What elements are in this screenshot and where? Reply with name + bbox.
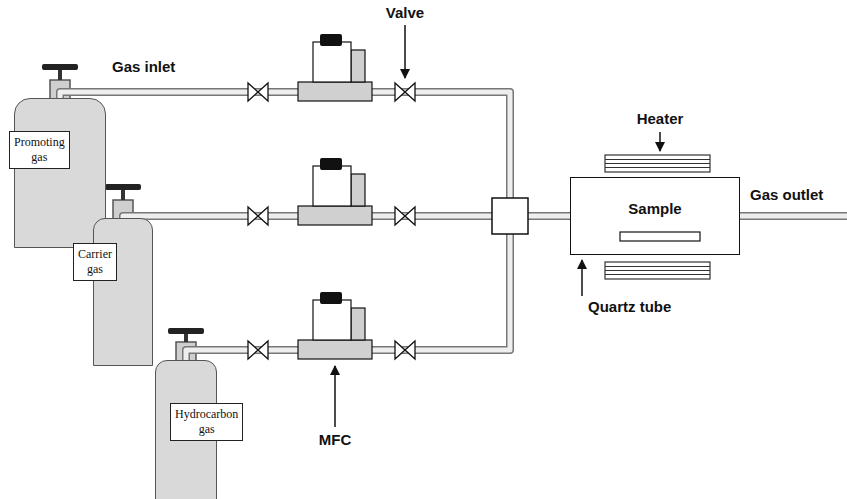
part-label: Heater <box>637 110 684 127</box>
leader-arrow <box>334 366 336 427</box>
heater <box>605 262 710 279</box>
valve-symbol <box>395 341 415 359</box>
pipe-core <box>186 216 570 360</box>
mfc-symbol <box>298 34 372 101</box>
part-label: Gas inlet <box>112 58 175 75</box>
leader-arrow <box>581 260 583 296</box>
gas-label: Promoting gas <box>9 131 70 169</box>
valve-symbol <box>248 83 268 101</box>
valve-symbol <box>395 83 415 101</box>
gas-cylinder: Promoting gas <box>14 98 106 248</box>
part-label: MFC <box>319 431 352 448</box>
leader-arrow <box>659 132 661 151</box>
gas-label: Hydrocarbon gas <box>170 403 243 441</box>
gas-label: Carrier gas <box>73 243 117 281</box>
valve-symbol <box>395 207 415 225</box>
pipe-outline <box>186 216 570 360</box>
gas-cylinder: Carrier gas <box>93 218 153 366</box>
mixer-box <box>492 198 528 234</box>
part-label: Quartz tube <box>588 298 671 315</box>
gas-pipe <box>186 216 570 360</box>
part-label: Gas outlet <box>750 186 823 203</box>
sample-label: Sample <box>628 200 681 217</box>
outlet-pipe <box>740 216 847 217</box>
heater <box>605 155 710 172</box>
leader-arrow <box>404 25 406 78</box>
valve-symbol <box>248 341 268 359</box>
mfc-symbol <box>298 292 372 359</box>
sample-plate <box>620 232 700 241</box>
valve-symbol <box>248 207 268 225</box>
mfc-symbol <box>298 158 372 225</box>
gas-cylinder: Hydrocarbon gas <box>155 360 217 499</box>
part-label: Valve <box>386 4 424 21</box>
quartz-tube: Sample <box>570 177 740 255</box>
